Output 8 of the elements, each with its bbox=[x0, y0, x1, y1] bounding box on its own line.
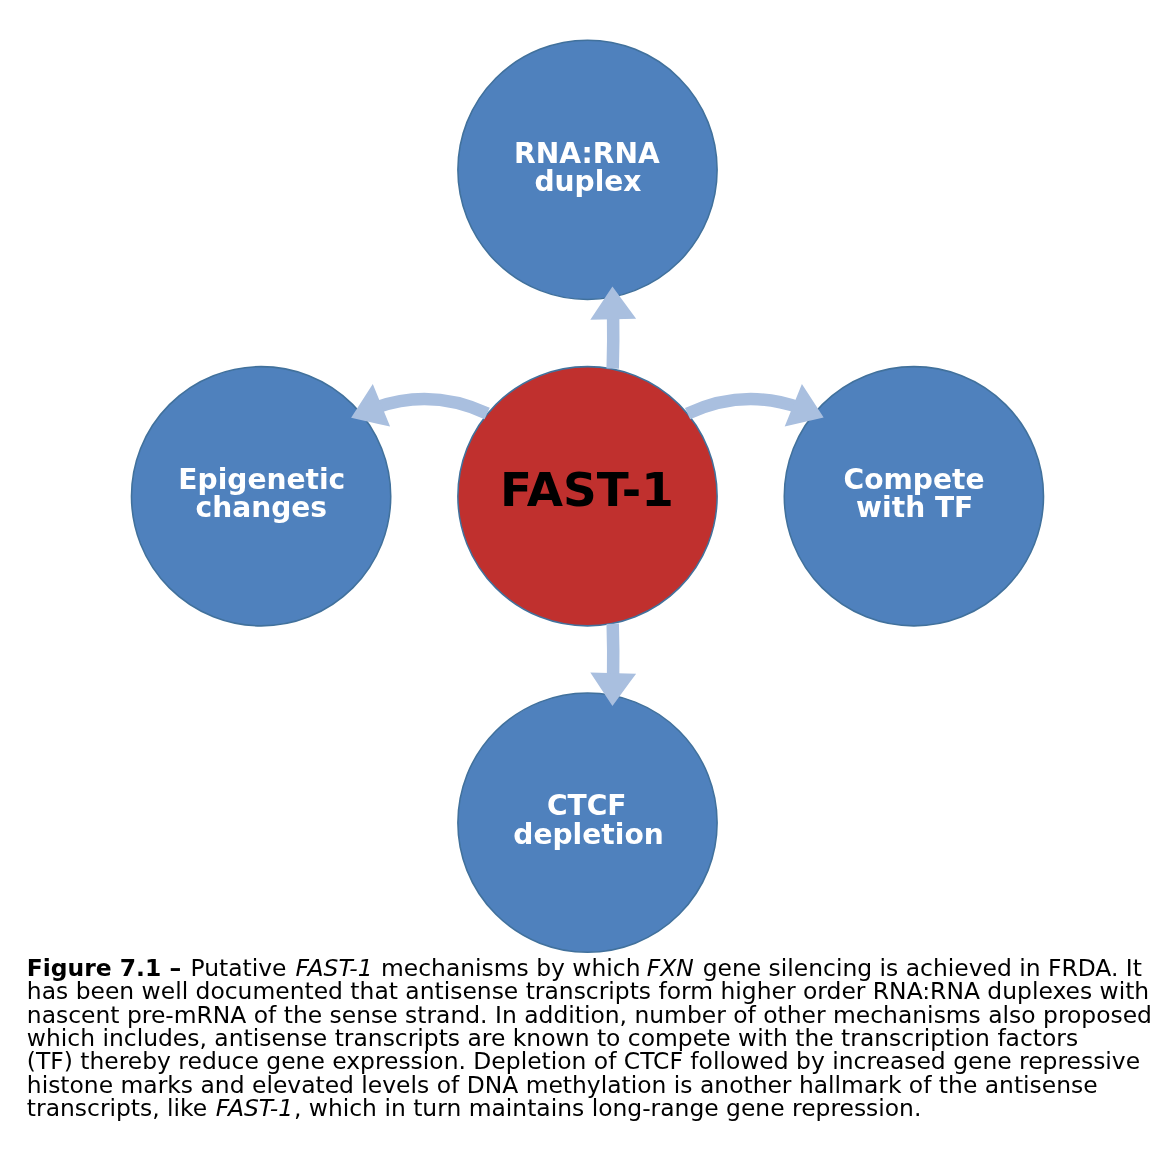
node-circle: CTCF depletion bbox=[457, 691, 718, 953]
arrow bbox=[590, 285, 637, 369]
arrow bbox=[685, 383, 824, 426]
node-circle: FAST-1 bbox=[457, 365, 718, 627]
caption: Figure 7.1 – Putative FAST-1 mechanisms by which FXN gene silencing is achieved in FRDA. It has been well documented that antisense transcripts form higher order RNA:RNA duplexes with nascent pre-mRNA of the sense strand. In addition, number of other mechanisms also proposed which includes, antisense transcripts are known to compete with the transcription factors (TF) thereby reduce gene expression. Depletion of CTCF followed by increased gene repressive histone marks and elevated levels of DNA methylation is another hallmark of the antisense transcripts, like FAST-1, which in turn maintains long-range gene repression. bbox=[26, 953, 1152, 1122]
arrow bbox=[590, 623, 637, 706]
arrow bbox=[351, 383, 490, 427]
node-circle: RNA:RNA duplex bbox=[457, 38, 718, 300]
